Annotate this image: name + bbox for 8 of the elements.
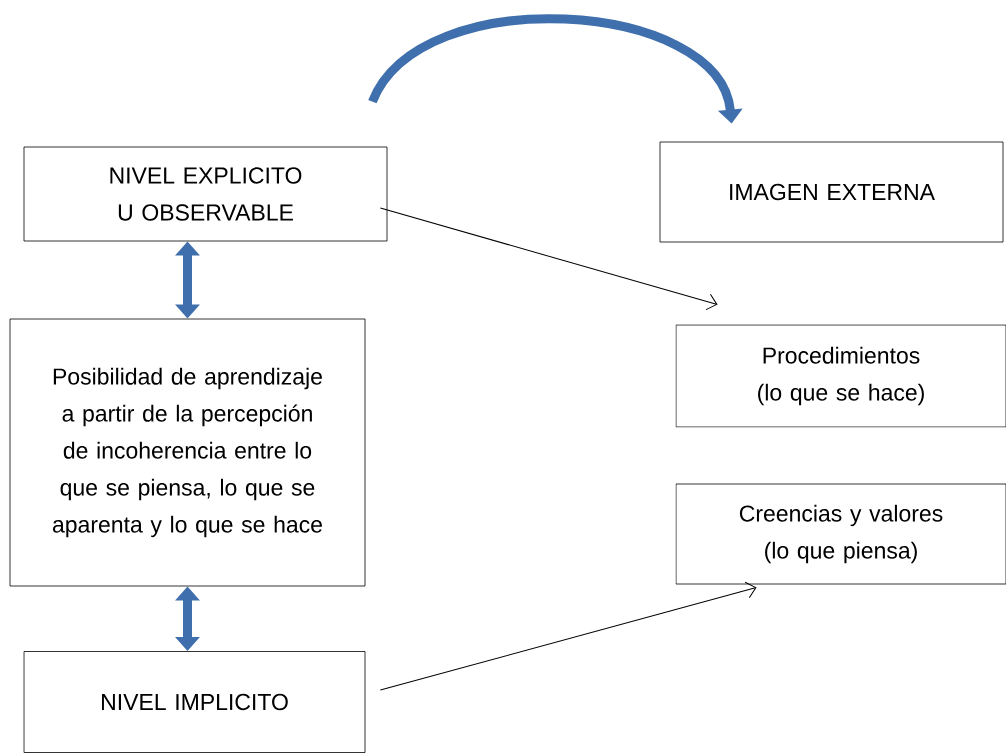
arrow bbox=[379, 207, 718, 311]
text-box: Creencias y valores (lo que piensa) bbox=[675, 483, 1006, 585]
text-box: NIVEL EXPLICITO U OBSERVABLE bbox=[23, 146, 388, 242]
text-box: Posibilidad de aprendizaje a partir de la percepción de incoherencia entre lo que se piensa, lo que se aparenta y lo que se hace bbox=[9, 318, 366, 587]
arrow bbox=[379, 581, 757, 691]
text-box: IMAGEN EXTERNA bbox=[659, 141, 1004, 243]
text-box: Procedimientos (lo que se hace) bbox=[675, 324, 1006, 428]
text-box: NIVEL IMPLICITO bbox=[23, 651, 366, 753]
